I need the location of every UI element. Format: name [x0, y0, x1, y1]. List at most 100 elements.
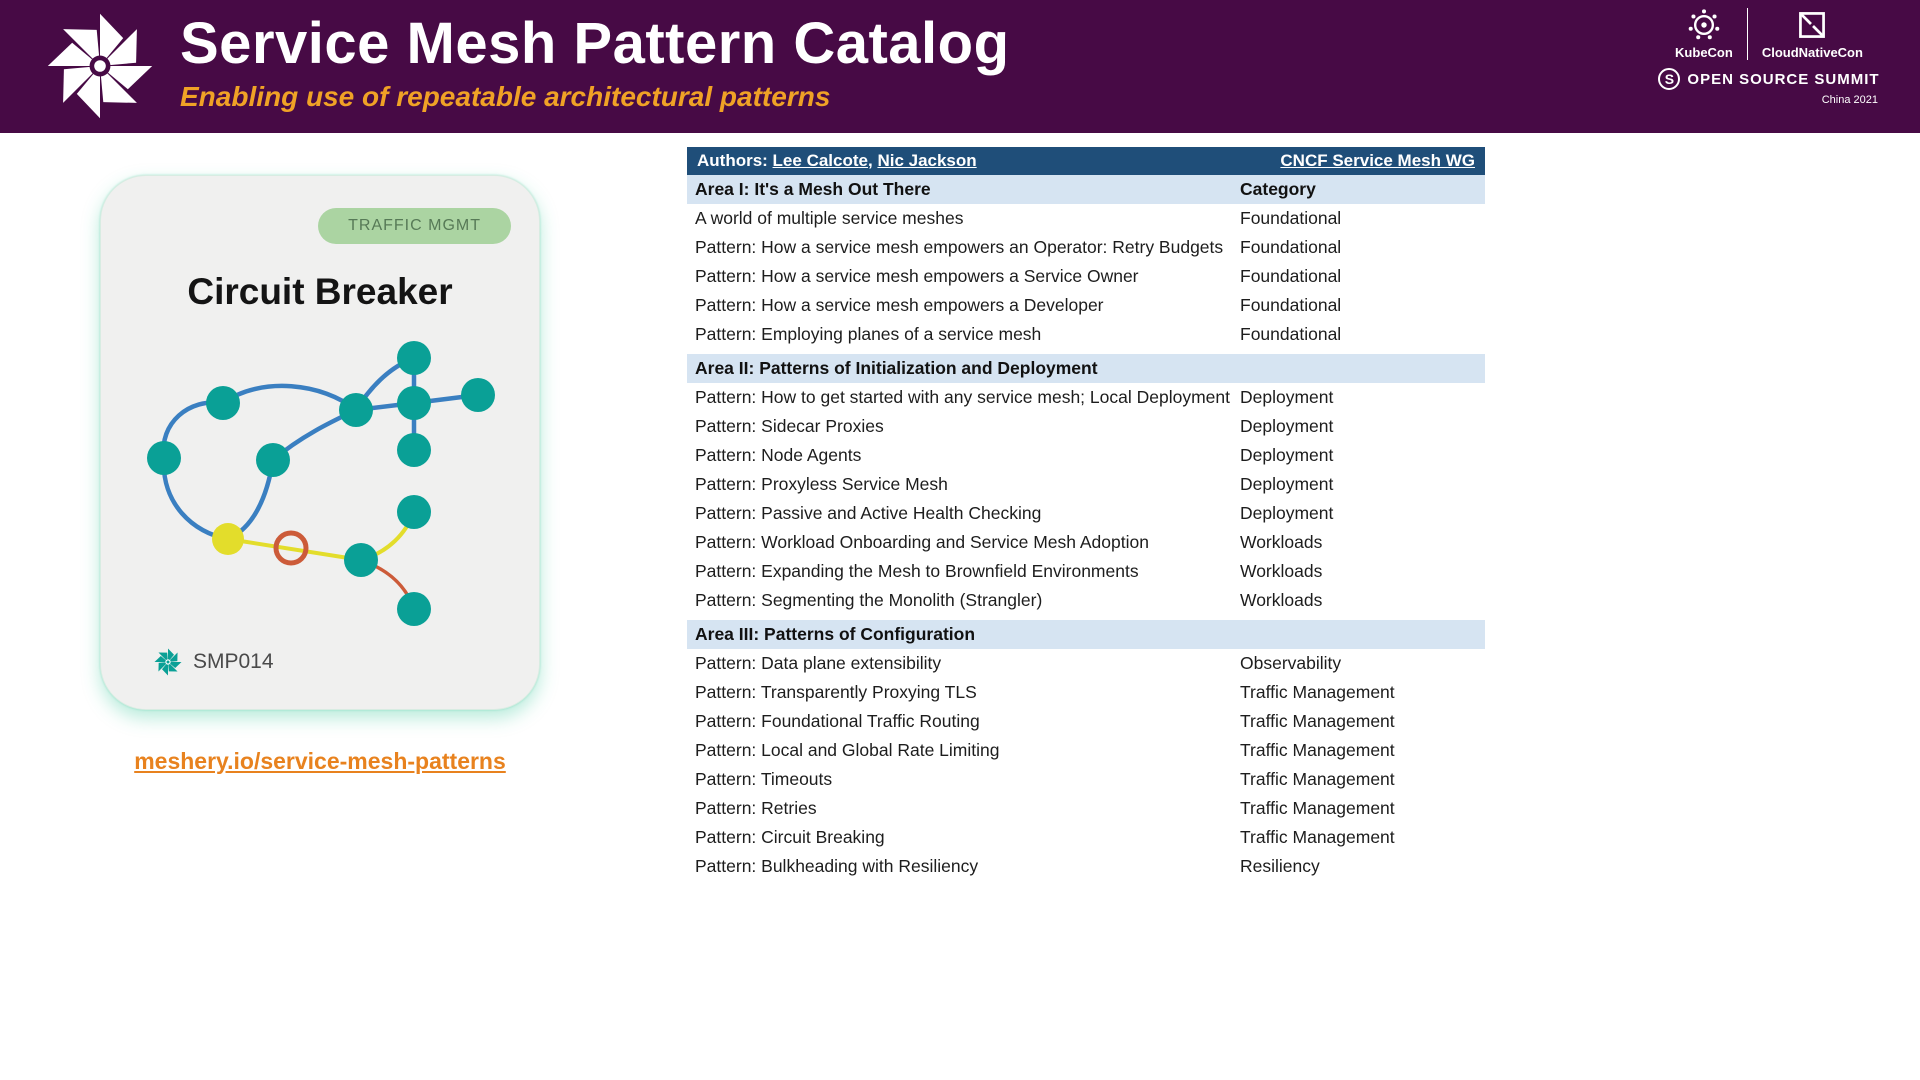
page-subtitle: Enabling use of repeatable architectural… — [180, 81, 831, 112]
pattern-cell: Pattern: Timeouts — [695, 769, 833, 789]
authors-prefix: Authors: — [697, 151, 773, 170]
pattern-row: Pattern: Bulkheading with Resiliency Resi… — [687, 852, 1485, 881]
section-header-row: Area III: Patterns of Configuration — [687, 620, 1485, 649]
pattern-row: Pattern: How a service mesh empowers an … — [687, 233, 1485, 262]
pattern-cell: Area II: Patterns of Initialization and … — [695, 358, 1098, 378]
pattern-cell: A world of multiple service meshes — [695, 208, 964, 228]
pattern-row: Pattern: How to get started with any ser… — [687, 383, 1485, 412]
pattern-cell: Pattern: Sidecar Proxies — [695, 416, 884, 436]
category-cell: Workloads — [1240, 532, 1323, 552]
pattern-card: TRAFFIC MGMT Circuit Breaker — [100, 175, 540, 710]
category-cell: Traffic Management — [1240, 769, 1395, 789]
pattern-row: Pattern: Node Agents Deployment — [687, 441, 1485, 470]
pattern-cell: Pattern: Node Agents — [695, 445, 862, 465]
category-cell: Foundational — [1240, 237, 1342, 257]
pattern-cell: Pattern: Circuit Breaking — [695, 827, 885, 847]
category-cell: Foundational — [1240, 266, 1342, 286]
pattern-row: Pattern: How a service mesh empowers a D… — [687, 291, 1485, 320]
table-header-bar: Authors: Lee Calcote, Nic Jackson CNCF S… — [687, 147, 1485, 175]
author-link-nic-jackson[interactable]: Nic Jackson — [877, 151, 977, 170]
pattern-cell: Area I: It's a Mesh Out There — [695, 179, 931, 199]
pattern-row: Pattern: Segmenting the Monolith (Strang… — [687, 586, 1485, 615]
summit-s-icon: S — [1658, 68, 1681, 90]
pattern-row: Pattern: Passive and Active Health Check… — [687, 499, 1485, 528]
page-title: Service Mesh Pattern Catalog — [180, 11, 1010, 76]
pattern-cell: Pattern: Retries — [695, 798, 817, 818]
network-diagram — [147, 341, 495, 626]
category-cell: Traffic Management — [1240, 740, 1395, 760]
pattern-cell: Pattern: Data plane extensibility — [695, 653, 942, 673]
pattern-row: Pattern: Local and Global Rate Limiting T… — [687, 736, 1485, 765]
pattern-code: SMP014 — [193, 650, 274, 673]
pattern-cell: Pattern: Bulkheading with Resiliency — [695, 856, 979, 876]
cncf-wg-link[interactable]: CNCF Service Mesh WG — [1280, 151, 1475, 170]
category-cell: Deployment — [1240, 416, 1334, 436]
pattern-cell: Pattern: How a service mesh empowers a S… — [695, 266, 1139, 286]
category-cell: Workloads — [1240, 561, 1323, 581]
authors: Authors: Lee Calcote, Nic Jackson — [697, 151, 977, 171]
pattern-cell: Pattern: Workload Onboarding and Service… — [695, 532, 1149, 552]
pattern-row: Pattern: Retries Traffic Management — [687, 794, 1485, 823]
pattern-row: Pattern: Data plane extensibility Observa… — [687, 649, 1485, 678]
pattern-row: Pattern: Foundational Traffic Routing Tra… — [687, 707, 1485, 736]
category-cell: Workloads — [1240, 590, 1323, 610]
pattern-cell: Pattern: Passive and Active Health Check… — [695, 503, 1042, 523]
card-footer: SMP014 — [153, 647, 274, 677]
pattern-row: Pattern: Employing planes of a service m… — [687, 320, 1485, 349]
category-cell: Deployment — [1240, 503, 1334, 523]
pattern-cell: Pattern: Expanding the Mesh to Brownfiel… — [695, 561, 1139, 581]
pattern-row: Pattern: Circuit Breaking Traffic Managem… — [687, 823, 1485, 852]
meshery-small-icon — [154, 648, 182, 676]
pattern-cell: Pattern: Foundational Traffic Routing — [695, 711, 980, 731]
header-banner: Service Mesh Pattern Catalog Enabling us… — [0, 0, 1920, 133]
category-cell: Resiliency — [1240, 856, 1320, 876]
summit-label: OPEN SOURCE SUMMIT — [1687, 70, 1880, 88]
pattern-row: Pattern: Sidecar Proxies Deployment — [687, 412, 1485, 441]
pattern-cell: Pattern: Local and Global Rate Limiting — [695, 740, 1000, 760]
section-header-row: Area II: Patterns of Initialization and … — [687, 354, 1485, 383]
pattern-cell: Pattern: Proxyless Service Mesh — [695, 474, 948, 494]
author-link-lee-calcote[interactable]: Lee Calcote — [772, 151, 868, 170]
kubecon-wheel-icon — [1688, 9, 1720, 40]
pattern-cell: Area III: Patterns of Configuration — [695, 624, 976, 644]
open-source-summit-brand: S OPEN SOURCE SUMMIT — [1654, 68, 1884, 90]
pattern-cell: Pattern: How to get started with any ser… — [695, 387, 1230, 407]
pattern-row: Pattern: Timeouts Traffic Management — [687, 765, 1485, 794]
category-cell: Observability — [1240, 653, 1342, 673]
category-cell: Category — [1240, 179, 1316, 199]
pattern-cell: Pattern: Transparently Proxying TLS — [695, 682, 977, 702]
cloudnativecon-icon — [1799, 12, 1826, 38]
catalog-link[interactable]: meshery.io/service-mesh-patterns — [134, 748, 506, 774]
pattern-cell: Pattern: How a service mesh empowers an … — [695, 237, 1224, 257]
pattern-card-title: Circuit Breaker — [187, 271, 453, 312]
pattern-row: Pattern: How a service mesh empowers a S… — [687, 262, 1485, 291]
category-cell: Foundational — [1240, 208, 1342, 228]
category-cell: Traffic Management — [1240, 827, 1395, 847]
category-badge: TRAFFIC MGMT — [318, 208, 511, 244]
pattern-cell: Pattern: How a service mesh empowers a D… — [695, 295, 1104, 315]
cloudnativecon-label: CloudNativeCon — [1761, 45, 1863, 60]
pattern-table: Authors: Lee Calcote, Nic Jackson CNCF S… — [687, 147, 1485, 881]
pattern-row: Pattern: Proxyless Service Mesh Deploymen… — [687, 470, 1485, 499]
kubecon-brand: KubeCon — [1675, 8, 1733, 60]
pattern-cell: Pattern: Employing planes of a service m… — [695, 324, 1042, 344]
pattern-row: Pattern: Transparently Proxying TLS Traff… — [687, 678, 1485, 707]
pattern-table-body: Area I: It's a Mesh Out There Category A w… — [687, 175, 1485, 881]
pattern-row: A world of multiple service meshes Founda… — [687, 204, 1485, 233]
cloudnativecon-brand: CloudNativeCon — [1762, 8, 1863, 60]
catalog-link-wrap: meshery.io/service-mesh-patterns — [100, 748, 540, 775]
category-cell: Foundational — [1240, 324, 1342, 344]
category-cell: Traffic Management — [1240, 711, 1395, 731]
event-branding: KubeCon CloudNativeCon S OPEN SOURCE SUM… — [1654, 8, 1884, 106]
category-cell: Deployment — [1240, 474, 1334, 494]
kubecon-label: KubeCon — [1675, 45, 1733, 60]
meshery-logo-icon — [42, 8, 158, 124]
category-cell: Deployment — [1240, 387, 1334, 407]
category-cell: Traffic Management — [1240, 798, 1395, 818]
category-cell: Traffic Management — [1240, 682, 1395, 702]
category-cell: Deployment — [1240, 445, 1334, 465]
authors-separator: , — [867, 151, 878, 170]
brand-divider — [1746, 8, 1748, 60]
section-header-row: Area I: It's a Mesh Out There Category — [687, 175, 1485, 204]
pattern-row: Pattern: Workload Onboarding and Service… — [687, 528, 1485, 557]
